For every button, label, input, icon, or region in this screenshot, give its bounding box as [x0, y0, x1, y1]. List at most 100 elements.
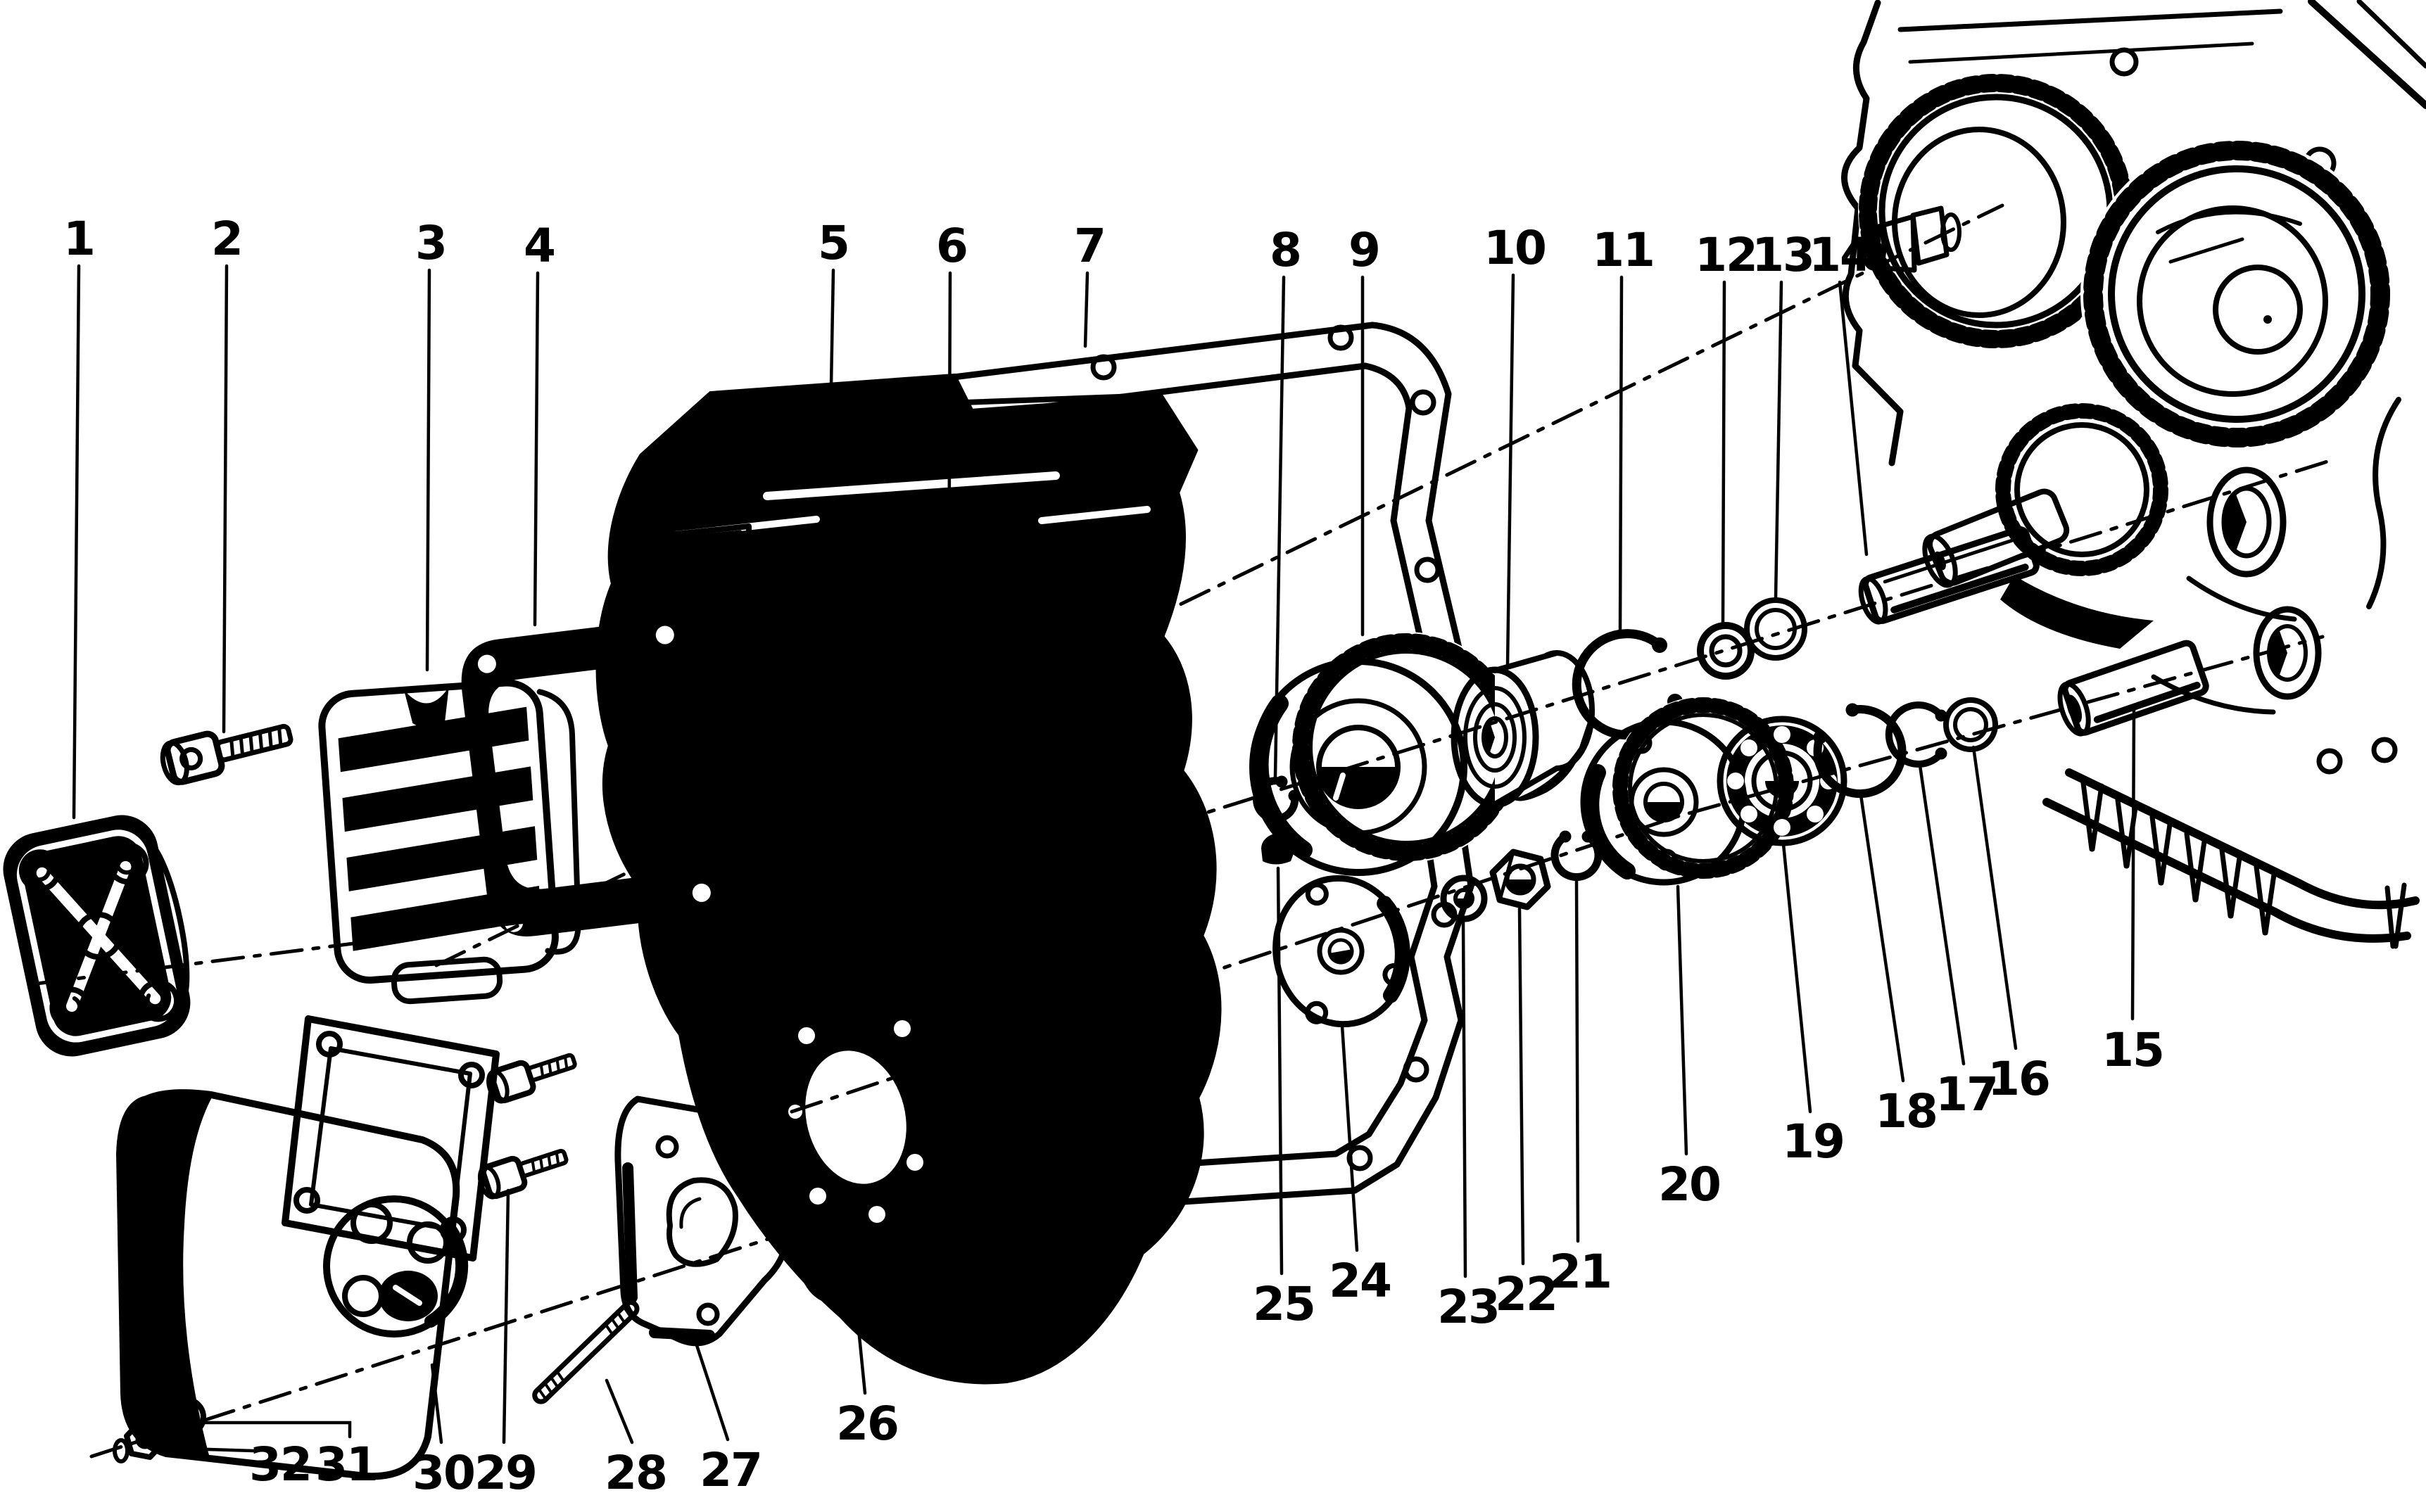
bolt-face — [486, 1069, 510, 1104]
callout-24: 24 — [1329, 1254, 1391, 1308]
part-27-cover-plate — [614, 1095, 790, 1347]
leader-3 — [425, 268, 431, 672]
part-16-seal-ring — [1943, 697, 1998, 752]
flange-hole — [1305, 882, 1329, 906]
callout-7: 7 — [1074, 219, 1105, 273]
nose-cylinder — [1871, 214, 1917, 273]
plate-shadow-edge — [622, 1162, 715, 1341]
callout-23: 23 — [1437, 1280, 1499, 1334]
leader-31 — [189, 1421, 352, 1439]
callout-9: 9 — [1348, 223, 1379, 277]
leader-8 — [1273, 275, 1286, 779]
part-24-drive-flange — [1272, 875, 1410, 1028]
flange-lug-hole — [733, 427, 754, 448]
cover-top-flange — [709, 393, 1161, 480]
gasket-hole — [655, 625, 674, 644]
centerline-axis-oil-pump — [89, 1195, 899, 1459]
plate-hole — [747, 1159, 771, 1183]
flange-bolt-hole — [2316, 748, 2343, 775]
callout-14: 14 — [1809, 228, 1871, 282]
face-hole — [1630, 732, 1653, 754]
part-17-clip — [1885, 701, 1947, 768]
callout-16: 16 — [1988, 1052, 2049, 1106]
pin-highlight — [1883, 538, 2014, 584]
pin-end — [1858, 576, 1888, 625]
flange-hatching — [2080, 780, 2407, 949]
engine-block — [1841, 0, 2426, 949]
leader-15 — [2130, 707, 2136, 1021]
callout-8: 8 — [1270, 223, 1301, 277]
part-28-stud — [532, 1300, 640, 1404]
face-ring — [1289, 698, 1427, 836]
lower-shaft-parts — [1261, 640, 2209, 1028]
callout-30: 30 — [412, 1446, 474, 1500]
callout-5: 5 — [818, 216, 849, 270]
cover-boss-large — [818, 587, 1008, 737]
nut-body — [124, 1419, 166, 1460]
centerline-axis-lower-shaft — [790, 635, 2325, 1114]
block-top-surface-line — [1897, 8, 2283, 32]
leader-11 — [1618, 275, 1624, 633]
block-bolt-hole — [2109, 47, 2139, 77]
pin-shade — [1890, 564, 2029, 614]
callout-27: 27 — [700, 1443, 762, 1497]
centerline-layer — [34, 203, 2332, 1459]
leader-24 — [1340, 1024, 1359, 1252]
bolt-shank — [517, 1148, 569, 1178]
leader-30 — [430, 1363, 443, 1444]
bore-outer — [2206, 466, 2287, 578]
cover-face-border — [16, 830, 178, 1043]
gasket-ring — [461, 621, 718, 936]
boss-hole — [350, 1202, 393, 1244]
pin-body — [1862, 526, 2040, 624]
leader-14 — [1838, 280, 1869, 557]
part-3-ribbed-cover — [318, 679, 581, 1005]
leader-5 — [829, 268, 835, 388]
plate-hole — [696, 1302, 720, 1326]
block-top-right-edge-2 — [2356, 0, 2426, 69]
leader-27 — [693, 1339, 730, 1442]
callout-32: 32 — [249, 1437, 311, 1492]
leader-22 — [1517, 907, 1525, 1266]
plate-slot — [666, 1177, 738, 1267]
gear-hub — [1629, 767, 1699, 837]
leader-16 — [1971, 745, 2018, 1050]
bore-shadow — [2268, 629, 2287, 677]
top-notch — [403, 687, 449, 728]
gasket-hole — [692, 883, 711, 902]
sleeve-bore — [2066, 694, 2083, 723]
leader-17 — [1918, 763, 1966, 1066]
leader-21 — [1574, 877, 1580, 1243]
fin — [346, 826, 538, 891]
callout-17: 17 — [1935, 1067, 1997, 1122]
bearing-face — [1451, 666, 1539, 808]
plate-hole — [655, 1135, 679, 1159]
leader-4 — [533, 271, 540, 627]
face-shadow — [1582, 764, 1636, 879]
part-18-circlip — [1813, 703, 1907, 799]
flange-hole — [458, 1062, 485, 1088]
part-9-camshaft-timing-gear — [1249, 632, 1522, 876]
threads — [537, 1305, 633, 1401]
threads — [531, 1150, 560, 1174]
mounting-flange — [282, 1015, 500, 1262]
callout-4: 4 — [524, 219, 555, 273]
callout-29: 29 — [474, 1446, 536, 1500]
callout-22: 22 — [1495, 1267, 1557, 1321]
cover-boss-small — [624, 523, 752, 632]
part-6-socket-bolt — [910, 813, 1028, 866]
threads — [977, 814, 1021, 844]
sleeve-end — [2057, 681, 2091, 737]
lower-shaft-bore — [2253, 606, 2322, 700]
centerline-axis-camshaft — [434, 203, 2004, 967]
gear-hub — [2213, 265, 2303, 355]
bore-shadow — [1645, 802, 1682, 820]
oil-pump-group — [113, 1003, 928, 1480]
stud-body — [532, 1300, 640, 1404]
part-7-cover-gasket — [700, 322, 1474, 1221]
callout-2: 2 — [211, 212, 242, 266]
cover-lower-flange — [944, 1066, 1108, 1259]
part-10-bearing — [1451, 650, 1595, 808]
leader-32 — [161, 1446, 255, 1453]
